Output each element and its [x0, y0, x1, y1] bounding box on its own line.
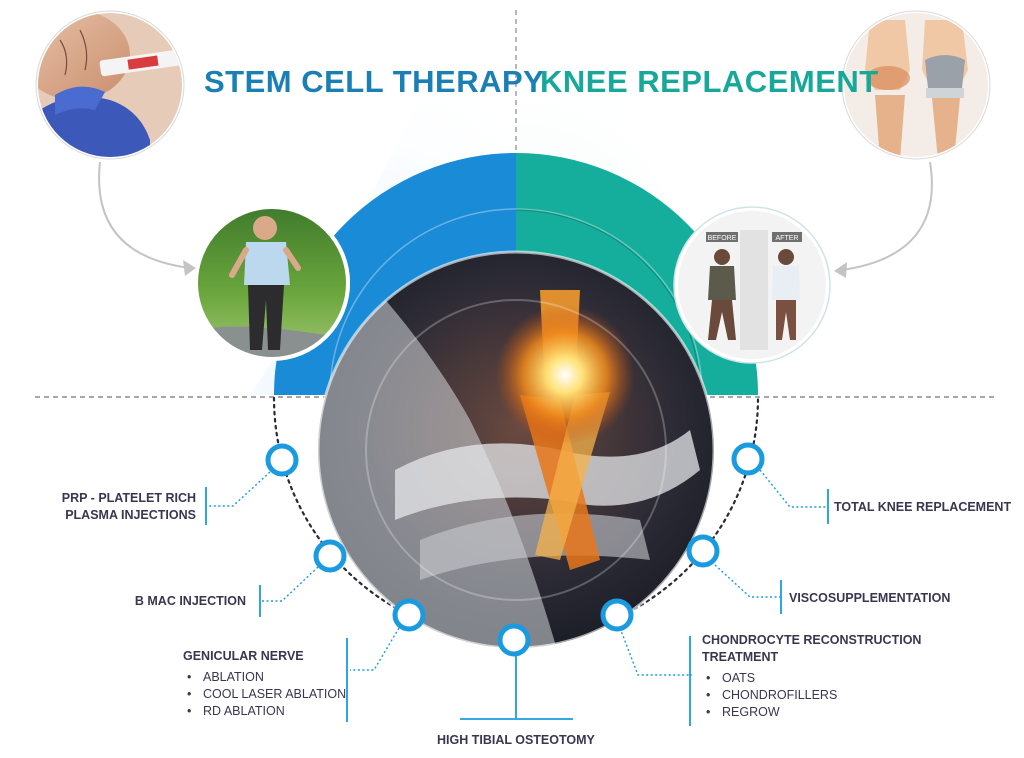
chondrocyte-item: OATS: [702, 670, 921, 687]
chondrocyte-item: REGROW: [702, 704, 921, 721]
chondrocyte-title-line1: CHONDROCYTE RECONSTRUCTION: [702, 633, 922, 647]
node-genicular: [392, 598, 426, 632]
chondro-connector: [619, 627, 692, 676]
chondrocyte-list: OATS CHONDROFILLERS REGROW: [702, 670, 921, 721]
chondrocyte-item: CHONDROFILLERS: [702, 687, 921, 704]
stem-cell-therapy-heading: STEM CELL THERAPY: [204, 64, 545, 99]
right-guide-arrowhead: [834, 262, 847, 278]
before-after-photo: BEFORE AFTER: [673, 206, 831, 364]
hto-label: HIGH TIBIAL OSTEOTOMY: [437, 733, 595, 747]
prp-connector: [208, 471, 271, 507]
genicular-item: ABLATION: [183, 669, 346, 686]
prp-label: PRP - PLATELET RICH PLASMA INJECTIONS: [62, 490, 196, 524]
node-visco: [686, 534, 720, 568]
bmac-label: B MAC INJECTION: [134, 594, 246, 608]
injection-photo: [35, 10, 185, 160]
genicular-connector: [350, 627, 400, 671]
knee-xray-image: [316, 250, 716, 650]
node-tkr: [731, 442, 765, 476]
genicular-nerve-list: ABLATION COOL LASER ABLATION RD ABLATION: [183, 669, 346, 720]
prp-label-line1: PRP - PLATELET RICH: [61, 491, 196, 505]
right-guide-curve: [841, 161, 933, 271]
genicular-item: COOL LASER ABLATION: [183, 686, 346, 703]
genicular-item: RD ABLATION: [183, 703, 346, 720]
left-guide-curve: [98, 161, 191, 269]
genicular-nerve-label: GENICULAR NERVE ABLATION COOL LASER ABLA…: [183, 648, 346, 720]
bmac-connector: [262, 566, 319, 602]
visco-connector: [714, 564, 780, 598]
tkr-label: TOTAL KNEE REPLACEMENT: [834, 500, 1012, 514]
chondrocyte-title-line2: TREATMENT: [702, 650, 779, 664]
teal-ring-line: [515, 209, 701, 391]
left-guide-arrowhead: [183, 260, 196, 276]
chondrocyte-label: CHONDROCYTE RECONSTRUCTION TREATMENT OAT…: [702, 632, 921, 721]
node-hto: [497, 623, 531, 657]
node-bmac: [313, 539, 347, 573]
knee-implant-photo: [841, 10, 991, 160]
node-chondro: [600, 598, 634, 632]
genicular-nerve-title: GENICULAR NERVE: [183, 649, 304, 663]
node-prp: [265, 443, 299, 477]
before-tag: BEFORE: [708, 235, 737, 242]
viscosupplementation-label: VISCOSUPPLEMENTATION: [789, 591, 951, 605]
tkr-connector: [759, 469, 826, 508]
after-tag: AFTER: [776, 235, 799, 242]
knee-replacement-heading: KNEE REPLACEMENT: [540, 64, 879, 99]
prp-label-line2: PLASMA INJECTIONS: [65, 508, 196, 522]
